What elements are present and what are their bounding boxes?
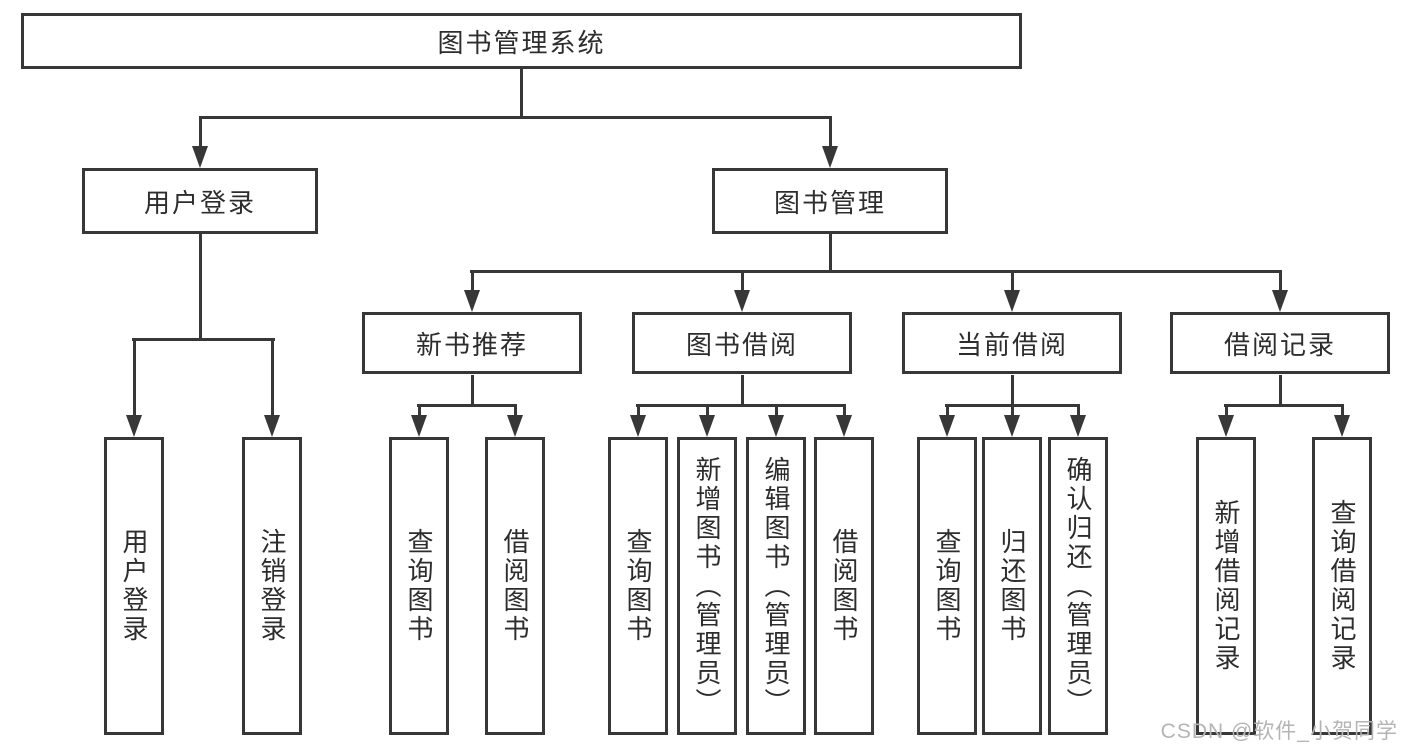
node-book-borrow: 图书借阅: [632, 312, 852, 374]
leaf-add-borrow-record: 新增借阅记录: [1196, 437, 1256, 735]
node-current-borrow-label: 当前借阅: [955, 329, 1068, 360]
connector-line: [470, 270, 1282, 273]
arrow-down-icon: [836, 415, 852, 437]
arrow-down-icon: [939, 415, 955, 437]
connector-line: [199, 116, 832, 119]
connector-line: [843, 404, 846, 417]
connector-line: [829, 116, 832, 148]
connector-line: [741, 270, 744, 292]
connector-line: [199, 234, 202, 341]
node-root-label: 图书管理系统: [437, 27, 606, 58]
connector-line: [1011, 404, 1014, 417]
arrow-down-icon: [1334, 415, 1350, 437]
leaf-current-query-book: 查询图书: [917, 437, 977, 735]
arrow-down-icon: [464, 290, 480, 312]
leaf-query-borrow-record-label: 查询借阅记录: [1327, 499, 1357, 673]
connector-line: [1279, 270, 1282, 292]
leaf-newbook-query-book-label: 查询图书: [404, 528, 434, 644]
connector-line: [199, 116, 202, 148]
connector-line: [1011, 375, 1014, 407]
leaf-borrow-book-label: 借阅图书: [829, 528, 859, 644]
leaf-add-book-admin: 新增图书（管理员）: [677, 437, 737, 735]
arrow-down-icon: [192, 146, 208, 168]
arrow-down-icon: [1070, 415, 1086, 437]
leaf-current-query-book-label: 查询图书: [932, 528, 962, 644]
connector-line: [829, 234, 832, 272]
connector-line: [1279, 375, 1282, 407]
node-borrow-record-label: 借阅记录: [1223, 329, 1336, 360]
node-user-login: 用户登录: [82, 168, 318, 234]
arrow-down-icon: [1004, 415, 1020, 437]
leaf-return-book-label: 归还图书: [997, 528, 1027, 644]
arrow-down-icon: [768, 415, 784, 437]
connector-line: [271, 338, 274, 417]
leaf-user-login-label: 用户登录: [119, 528, 149, 644]
connector-line: [471, 375, 474, 407]
connector-line: [417, 404, 517, 407]
arrow-down-icon: [411, 415, 427, 437]
leaf-query-borrow-record: 查询借阅记录: [1312, 437, 1372, 735]
connector-line: [636, 404, 846, 407]
connector-line: [1011, 270, 1014, 292]
connector-line: [1224, 404, 1344, 407]
arrow-down-icon: [264, 415, 280, 437]
leaf-confirm-return-admin-label: 确认归还（管理员）: [1063, 455, 1093, 717]
arrow-down-icon: [507, 415, 523, 437]
leaf-newbook-borrow-book: 借阅图书: [485, 437, 545, 735]
leaf-return-book: 归还图书: [982, 437, 1042, 735]
connector-line: [775, 404, 778, 417]
leaf-user-login: 用户登录: [104, 437, 164, 735]
connector-line: [706, 404, 709, 417]
node-current-borrow: 当前借阅: [902, 312, 1122, 374]
arrow-down-icon: [1218, 415, 1234, 437]
connector-line: [1225, 404, 1228, 417]
connector-line: [946, 404, 949, 417]
connector-line: [741, 375, 744, 407]
connector-line: [520, 69, 523, 118]
leaf-confirm-return-admin: 确认归还（管理员）: [1048, 437, 1108, 735]
leaf-add-book-admin-label: 新增图书（管理员）: [692, 455, 722, 717]
leaf-borrow-book: 借阅图书: [814, 437, 874, 735]
leaf-logout: 注销登录: [242, 437, 302, 735]
connector-line: [637, 404, 640, 417]
node-new-book-recommend-label: 新书推荐: [415, 329, 528, 360]
connector-line: [471, 270, 474, 292]
connector-line: [514, 404, 517, 417]
leaf-logout-label: 注销登录: [257, 528, 287, 644]
leaf-borrow-query-book-label: 查询图书: [623, 528, 653, 644]
arrow-down-icon: [734, 290, 750, 312]
leaf-newbook-query-book: 查询图书: [389, 437, 449, 735]
connector-line: [133, 338, 136, 417]
arrow-down-icon: [1272, 290, 1288, 312]
node-book-management-label: 图书管理: [773, 187, 886, 218]
node-book-management: 图书管理: [712, 168, 948, 234]
connector-line: [418, 404, 421, 417]
node-borrow-record: 借阅记录: [1170, 312, 1390, 374]
connector-line: [132, 338, 275, 341]
arrow-down-icon: [699, 415, 715, 437]
arrow-down-icon: [630, 415, 646, 437]
arrow-down-icon: [1004, 290, 1020, 312]
csdn-watermark: CSDN @软件_小贺同学: [1160, 720, 1398, 743]
connector-line: [1341, 404, 1344, 417]
leaf-edit-book-admin: 编辑图书（管理员）: [746, 437, 806, 735]
connector-line: [1077, 404, 1080, 417]
leaf-edit-book-admin-label: 编辑图书（管理员）: [761, 455, 791, 717]
arrow-down-icon: [126, 415, 142, 437]
node-user-login-label: 用户登录: [143, 187, 256, 218]
leaf-add-borrow-record-label: 新增借阅记录: [1211, 499, 1241, 673]
leaf-borrow-query-book: 查询图书: [608, 437, 668, 735]
node-new-book-recommend: 新书推荐: [362, 312, 582, 374]
leaf-newbook-borrow-book-label: 借阅图书: [500, 528, 530, 644]
node-book-borrow-label: 图书借阅: [685, 329, 798, 360]
arrow-down-icon: [822, 146, 838, 168]
node-root: 图书管理系统: [21, 13, 1022, 69]
